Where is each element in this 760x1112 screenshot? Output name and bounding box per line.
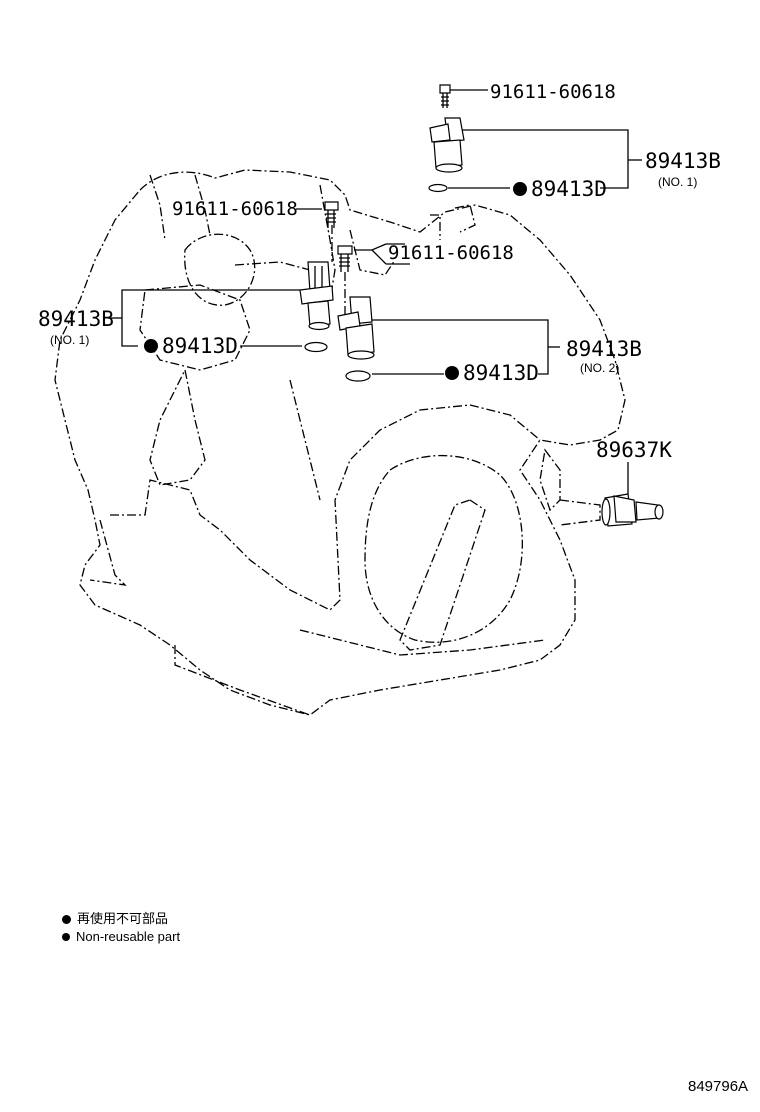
sensor-left-label: 89413B [38,307,114,331]
gasket-left-icon [304,341,328,353]
switch-illustration [601,462,664,527]
sensor-top-icon [429,117,465,173]
sensor-no1-top-illustration [428,84,642,193]
sensor-left-sublabel: (NO. 1) [50,333,89,347]
legend-japanese-text: 再使用不可部品 [77,911,169,926]
illustration-code: 849796A [688,1078,749,1095]
sensor-top-label: 89413B [645,149,721,173]
legend-row-english: Non-reusable part [62,928,180,946]
bolt-left-icon [324,201,339,228]
bolt-top-icon [439,84,451,108]
bolt-mid-icon [337,245,353,272]
gasket-left-label: 89413D [162,334,238,358]
gasket-top-label: 89413D [531,177,607,201]
bolt-top-label: 91611-60618 [490,81,616,103]
gasket-right-icon [345,370,371,382]
sensor-right-sublabel: (NO. 2) [580,361,619,375]
sensor-no1-left-illustration [108,201,339,353]
sensor-left-icon [299,261,334,331]
legend-row-japanese: 再使用不可部品 [62,910,180,928]
non-reusable-marker-right-icon [445,366,459,380]
legend: 再使用不可部品 Non-reusable part [62,910,180,946]
non-reusable-marker-top-icon [513,182,527,196]
sensor-top-sublabel: (NO. 1) [658,175,697,189]
switch-right-label: 89637K [596,438,672,462]
sensor-no2-illustration [337,243,560,382]
sensor-right-label: 89413B [566,337,642,361]
legend-english-text: Non-reusable part [76,929,181,944]
sensor-right-icon [337,296,375,360]
filled-circle-icon [62,914,71,924]
switch-right-icon [601,493,664,527]
non-reusable-marker-left-icon [144,339,158,353]
bolt-mid-label: 91611-60618 [388,242,514,264]
gasket-right-label: 89413D [463,361,539,385]
bolt-left-label: 91611-60618 [172,198,298,220]
gasket-top-icon [428,183,448,193]
filled-circle-icon [62,933,70,941]
